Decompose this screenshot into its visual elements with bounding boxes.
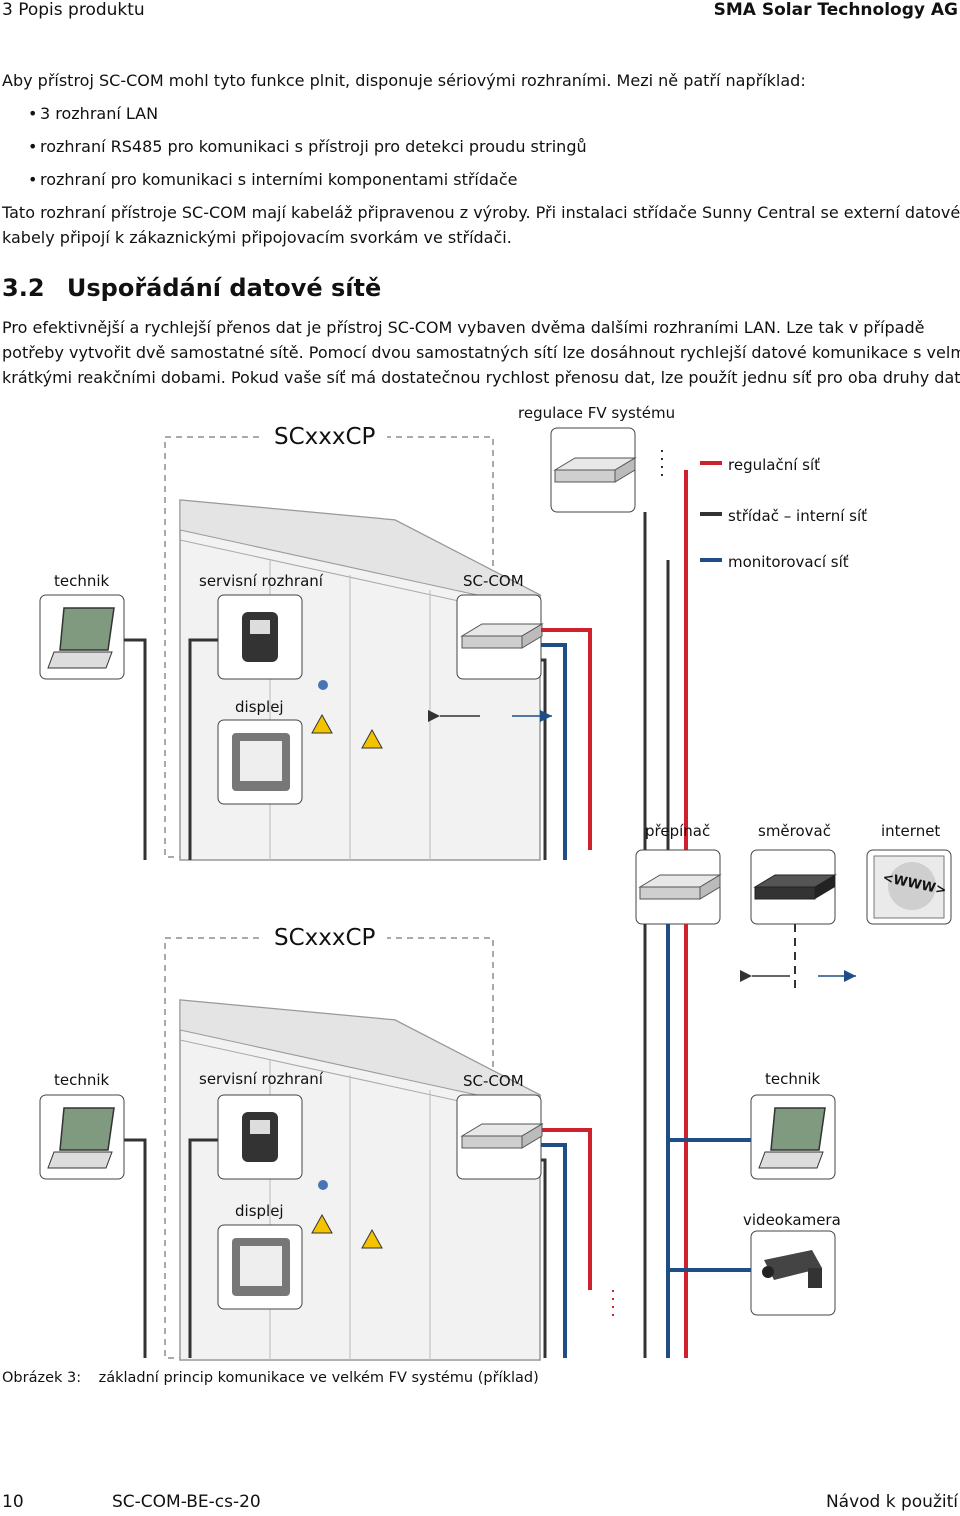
smerovac-label: směrovač <box>758 822 831 840</box>
bullet-item: rozhraní RS485 pro komunikaci s přístroj… <box>28 134 587 159</box>
intro-paragraph: Aby přístroj SC-COM mohl tyto funkce pln… <box>2 71 806 90</box>
figure-caption: Obrázek 3: základní princip komunikace v… <box>2 1370 539 1386</box>
section-number: 3.2 <box>2 274 45 302</box>
page-header: 3 Popis produktu SMA Solar Technology AG <box>0 0 960 24</box>
technik-label: technik <box>54 1071 110 1089</box>
videokamera-label: videokamera <box>743 1211 841 1229</box>
bullet-item: 3 rozhraní LAN <box>28 101 158 126</box>
bullet-item: rozhraní pro komunikaci s interními komp… <box>28 167 517 192</box>
section-title: Uspořádání datové sítě <box>66 274 382 302</box>
doc-code: SC-COM-BE-cs-20 <box>112 1492 261 1512</box>
caption-label: Obrázek 3: <box>2 1370 82 1386</box>
doc-title: Návod k použití <box>825 1492 958 1512</box>
paragraph-line: potřeby vytvořit dvě samostatné sítě. Po… <box>2 343 960 362</box>
prepinac-label: přepínač <box>645 822 711 840</box>
sccom-label: SC-COM <box>463 572 524 590</box>
header-chapter: 3 Popis produktu <box>2 0 145 20</box>
paragraph-line: Tato rozhraní přístroje SC-COM mají kabe… <box>2 203 960 222</box>
paragraph-line: kabely připojí k zákaznickými připojovac… <box>2 228 512 247</box>
inverter-label-top: SCxxxCP <box>262 424 388 450</box>
technik-label: technik <box>54 572 110 590</box>
technik-label: technik <box>765 1070 821 1088</box>
page-number: 10 <box>2 1492 24 1512</box>
legend-regulacni: regulační síť <box>728 456 821 474</box>
legend-monitorovaci: monitorovací síť <box>728 553 849 571</box>
displej-label: displej <box>235 698 284 716</box>
header-company: SMA Solar Technology AG <box>713 0 958 20</box>
paragraph-line: krátkými reakčními dobami. Pokud vaše sí… <box>2 368 960 387</box>
servisni-label: servisní rozhraní <box>199 572 323 590</box>
page-footer: 10 SC-COM-BE-cs-20 Návod k použití <box>0 1492 960 1516</box>
internet-label: internet <box>881 822 941 840</box>
caption-text: základní princip komunikace ve velkém FV… <box>98 1370 539 1386</box>
section-heading: 3.2 Uspořádání datové sítě <box>2 274 381 302</box>
displej-label: displej <box>235 1202 284 1220</box>
inverter-label-bottom: SCxxxCP <box>262 925 388 951</box>
paragraph-line: Pro efektivnější a rychlejší přenos dat … <box>2 318 925 337</box>
regulace-label: regulace FV systému <box>518 404 676 422</box>
servisni-label: servisní rozhraní <box>199 1070 323 1088</box>
sccom-label: SC-COM <box>463 1072 524 1090</box>
legend-interni: střídač – interní síť <box>728 507 868 525</box>
